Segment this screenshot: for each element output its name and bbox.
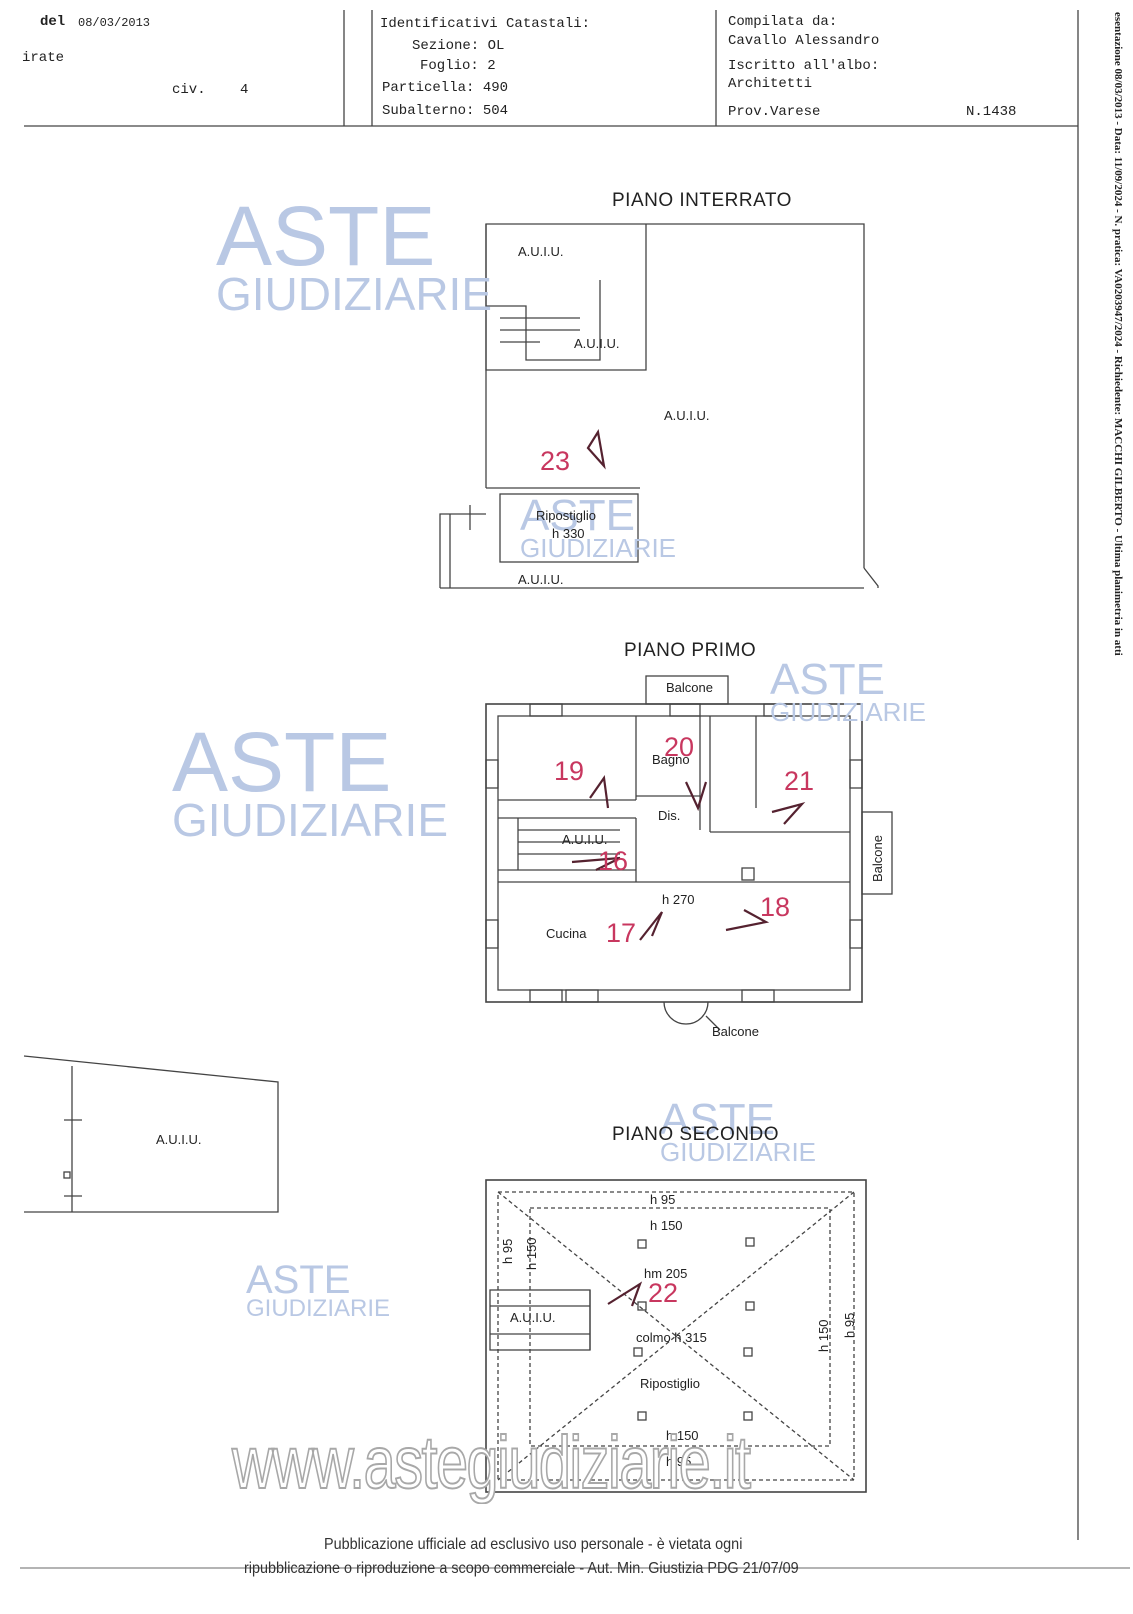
watermark-aste-3: ASTE GIUDIZIARIE xyxy=(770,655,927,727)
watermark-aste-1: ASTE GIUDIZIARIE xyxy=(216,189,493,320)
label-balcone-right: Balcone xyxy=(870,835,885,882)
label-auiu: A.U.I.U. xyxy=(664,408,710,423)
label-auiu: A.U.I.U. xyxy=(518,244,564,259)
photo-marker-23: 23 xyxy=(540,446,571,476)
label-height: h 270 xyxy=(662,892,695,907)
left-fragment: irate xyxy=(22,50,65,66)
sezione: Sezione: OL xyxy=(412,38,505,54)
side-note: esentazione 08/03/2013 - Data: 11/09/202… xyxy=(1112,12,1124,656)
iscritto-label: Iscritto all'albo: xyxy=(728,58,880,74)
label-cucina: Cucina xyxy=(546,926,587,941)
label-h95-right: h 95 xyxy=(842,1312,857,1338)
label-auiu-annex: A.U.I.U. xyxy=(156,1132,202,1147)
watermark-aste-6: ASTE GIUDIZIARIE xyxy=(246,1258,391,1322)
ident-title: Identificativi Catastali: xyxy=(380,16,591,32)
numero: N.1438 xyxy=(966,104,1017,120)
photo-marker-20: 20 xyxy=(664,732,695,762)
label-h150-right: h 150 xyxy=(816,1319,831,1352)
watermark-aste-4: ASTE GIUDIZIARIE xyxy=(172,715,449,846)
label-bagno: Bagno xyxy=(652,752,690,767)
photo-marker-21: 21 xyxy=(784,766,815,796)
label-dis: Dis. xyxy=(658,808,681,823)
title-piano-interrato: PIANO INTERRATO xyxy=(612,190,792,211)
label-h150-bottom: h 150 xyxy=(666,1428,699,1443)
label-balcone-bottom: Balcone xyxy=(712,1024,759,1039)
footer-line-2: ripubblicazione o riproduzione a scopo c… xyxy=(244,1560,799,1577)
date-label: del xyxy=(40,14,66,30)
label-h95-top: h 95 xyxy=(650,1192,676,1207)
label-ripostiglio: Ripostiglio xyxy=(640,1376,700,1391)
label-h150-left: h 150 xyxy=(524,1237,539,1270)
compilata-label: Compilata da: xyxy=(728,14,838,30)
label-auiu: A.U.I.U. xyxy=(562,832,608,847)
label-auiu: A.U.I.U. xyxy=(518,572,564,587)
watermark-aste-2: ASTE GIUDIZIARIE xyxy=(520,491,677,563)
label-auiu: A.U.I.U. xyxy=(510,1310,556,1325)
label-h150-top: h 150 xyxy=(650,1218,683,1233)
photo-marker-18: 18 xyxy=(760,892,791,922)
title-piano-secondo: PIANO SECONDO xyxy=(612,1124,779,1145)
label-h95-bottom: h 95 xyxy=(666,1454,692,1469)
watermark-aste-5: ASTE GIUDIZIARIE xyxy=(660,1095,817,1167)
label-hm205: hm 205 xyxy=(644,1266,688,1281)
watermark-url: www.astegiudiziarie.it xyxy=(231,1420,752,1505)
civ-value: 4 xyxy=(240,82,249,98)
photo-marker-17: 17 xyxy=(606,918,637,948)
label-h95-left: h 95 xyxy=(500,1238,515,1264)
particella: Particella: 490 xyxy=(382,80,509,96)
photo-marker-19: 19 xyxy=(554,756,585,786)
iscritto-value: Architetti xyxy=(728,76,813,92)
subalterno: Subalterno: 504 xyxy=(382,103,509,119)
label-balcone-top: Balcone xyxy=(666,680,713,695)
compilata-name: Cavallo Alessandro xyxy=(728,33,880,49)
foglio: Foglio: 2 xyxy=(420,58,496,74)
photo-marker-22: 22 xyxy=(648,1278,679,1308)
label-auiu: A.U.I.U. xyxy=(574,336,620,351)
label-height: h 330 xyxy=(552,526,585,541)
footer-line-1: Pubblicazione ufficiale ad esclusivo uso… xyxy=(324,1536,743,1553)
label-ripostiglio: Ripostiglio xyxy=(536,508,596,523)
civ-label: civ. xyxy=(172,82,206,98)
label-colmo: colmo h 315 xyxy=(636,1330,707,1345)
date-value: 08/03/2013 xyxy=(78,16,151,30)
title-piano-primo: PIANO PRIMO xyxy=(624,640,757,661)
photo-marker-16: 16 xyxy=(598,846,629,876)
prov: Prov.Varese xyxy=(728,104,821,120)
